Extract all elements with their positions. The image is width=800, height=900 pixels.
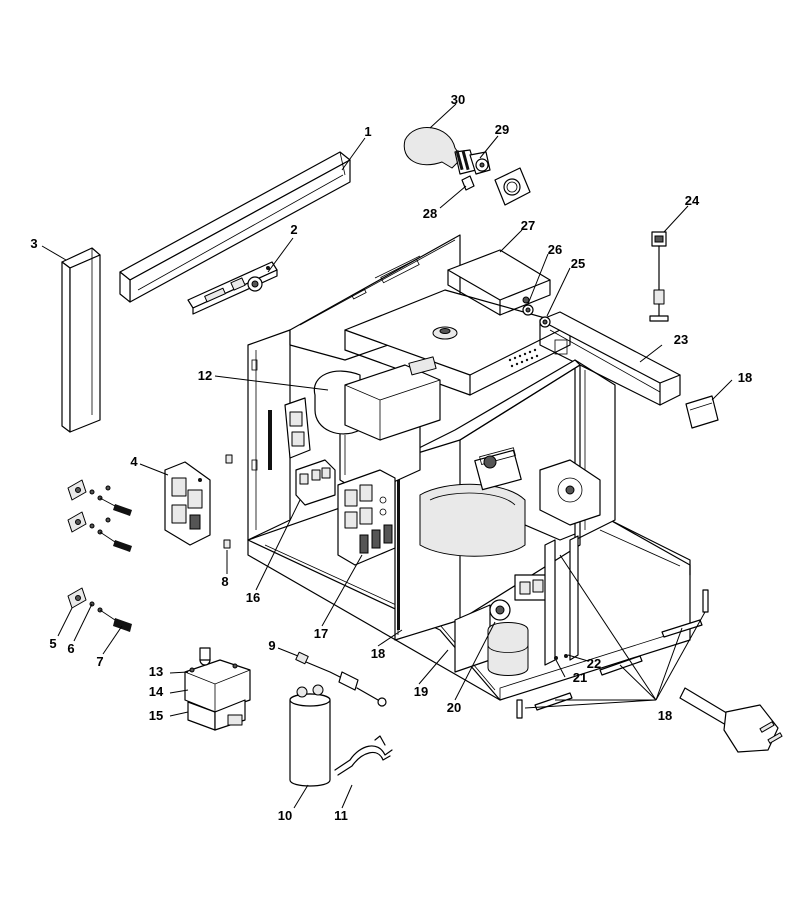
callout-6: 6 (67, 641, 74, 656)
callout-7: 7 (96, 654, 103, 669)
callout-18-center: 18 (371, 646, 385, 661)
main-cabinet (247, 234, 691, 701)
callout-4: 4 (130, 454, 138, 469)
callout-11: 11 (334, 808, 348, 823)
callout-3: 3 (30, 236, 37, 251)
callout-labels: 1 2 3 4 5 6 7 8 9 10 11 12 13 14 15 16 1… (30, 92, 752, 823)
callout-26: 26 (548, 242, 562, 257)
door-switch-bracket (284, 397, 311, 459)
callout-13: 13 (149, 664, 163, 679)
callout-15: 15 (149, 708, 163, 723)
magnetron (184, 647, 251, 731)
part-10-capacitor (289, 684, 331, 787)
callout-20: 20 (447, 700, 461, 715)
duct-rail (539, 311, 681, 406)
callout-18-right: 18 (738, 370, 752, 385)
callout-23: 23 (674, 332, 688, 347)
capacitor-assembly (454, 574, 551, 676)
callout-12: 12 (198, 368, 212, 383)
callout-5: 5 (49, 636, 56, 651)
callout-21: 21 (573, 670, 587, 685)
part-3-side-trim (61, 247, 101, 433)
callout-2: 2 (290, 222, 297, 237)
callout-25: 25 (571, 256, 585, 271)
lamp-assembly (403, 127, 531, 206)
part-9-thermal-lead (295, 651, 387, 707)
part-4-switch-holder (164, 461, 211, 546)
part-25-26-fasteners (522, 304, 551, 328)
part-11-clamp (334, 735, 393, 776)
switch-set-c (67, 587, 132, 632)
part-24-connector (649, 231, 669, 322)
callout-30: 30 (451, 92, 465, 107)
callout-19: 19 (414, 684, 428, 699)
callout-22: 22 (587, 656, 601, 671)
part-1-top-trim (119, 151, 351, 303)
callout-10: 10 (278, 808, 292, 823)
part-8-clip (223, 454, 233, 549)
power-cord (679, 687, 783, 753)
callout-17: 17 (314, 626, 328, 641)
leader-lines (41, 103, 733, 809)
noise-filter (295, 459, 336, 506)
callout-24: 24 (685, 193, 700, 208)
callout-18-bottom: 18 (658, 708, 672, 723)
callout-8: 8 (221, 574, 228, 589)
callout-16: 16 (246, 590, 260, 605)
hv-transformer (313, 356, 441, 441)
callout-1: 1 (364, 124, 371, 139)
callout-29: 29 (495, 122, 509, 137)
part-2-latch (187, 261, 278, 315)
fan-assembly (419, 447, 601, 557)
callout-27: 27 (521, 218, 535, 233)
relay-board (337, 469, 396, 566)
callout-9: 9 (268, 638, 275, 653)
callout-14: 14 (149, 684, 164, 699)
switch-set-a (67, 479, 132, 516)
vent-grille (508, 348, 539, 368)
switch-set-b (67, 511, 132, 552)
callout-28: 28 (423, 206, 437, 221)
